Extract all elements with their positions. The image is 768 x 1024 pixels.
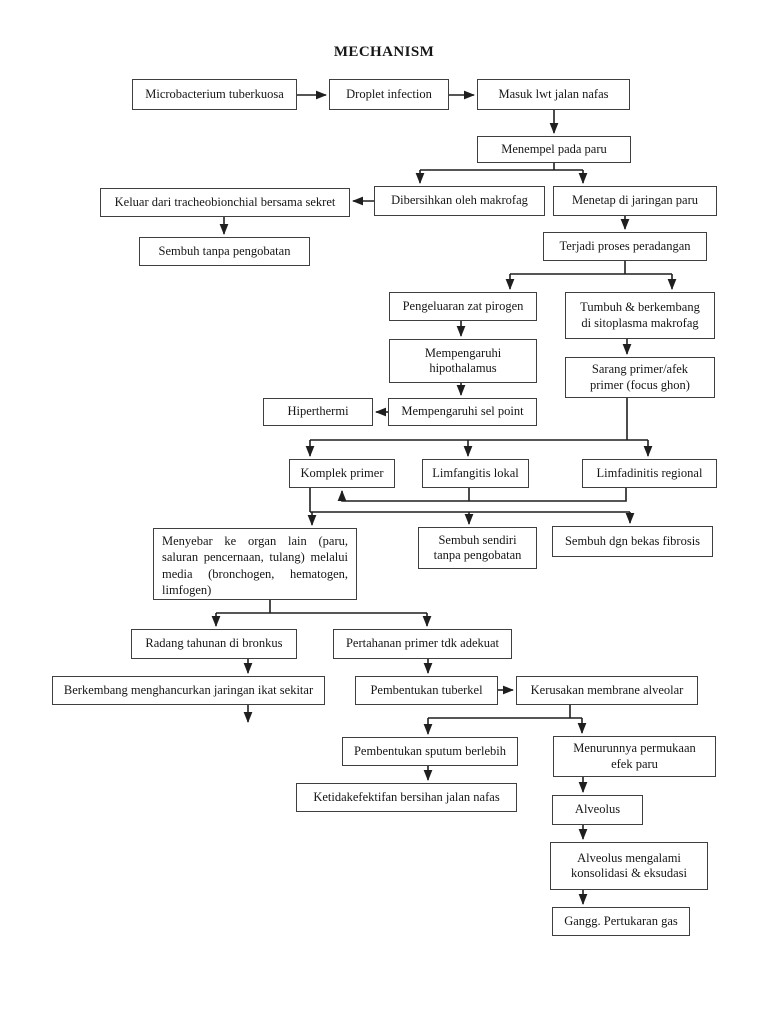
node-microbacterium-tuberkuosa: Microbacterium tuberkuosa xyxy=(132,79,297,110)
node-label: Limfadinitis regional xyxy=(596,465,703,480)
node-dibersihkan-oleh-makrofag: Dibersihkan oleh makrofag xyxy=(374,186,545,216)
node-pengeluaran-zat-pirogen: Pengeluaran zat pirogen xyxy=(389,292,537,321)
node-label: Tumbuh & berkembang di sitoplasma makrof… xyxy=(580,300,700,330)
node-label: Alveolus xyxy=(574,802,621,817)
node-label: Gangg. Pertukaran gas xyxy=(564,913,678,928)
node-label: Limfangitis lokal xyxy=(432,465,519,480)
node-label: Radang tahunan di bronkus xyxy=(145,636,283,651)
node-menetap-di-jaringan-paru: Menetap di jaringan paru xyxy=(553,186,717,216)
node-gangg-pertukaran-gas: Gangg. Pertukaran gas xyxy=(552,907,690,936)
node-sembuh-sendiri: Sembuh sendiri tanpa pengobatan xyxy=(418,527,537,569)
node-pertahanan-primer-tdk-adekuat: Pertahanan primer tdk adekuat xyxy=(333,629,512,659)
node-label: Pertahanan primer tdk adekuat xyxy=(345,636,500,651)
node-label: Menempel pada paru xyxy=(501,141,607,156)
node-menurunnya-permukaan: Menurunnya permukaan efek paru xyxy=(553,736,716,777)
node-label: Sembuh tanpa pengobatan xyxy=(158,243,291,258)
node-label: Hiperthermi xyxy=(287,404,349,419)
node-mempengaruhi-sel-point: Mempengaruhi sel point xyxy=(388,398,537,426)
node-label: Sembuh sendiri tanpa pengobatan xyxy=(433,532,522,562)
node-komplek-primer: Komplek primer xyxy=(289,459,395,488)
node-sembuh-dgn-bekas-fibrosis: Sembuh dgn bekas fibrosis xyxy=(552,526,713,557)
node-label: Pembentukan tuberkel xyxy=(370,682,483,697)
node-label: Menurunnya permukaan efek paru xyxy=(573,741,696,771)
node-alveolus-mengalami: Alveolus mengalami konsolidasi & eksudas… xyxy=(550,842,708,890)
node-hiperthermi: Hiperthermi xyxy=(263,398,373,426)
node-masuk-lwt-jalan-nafas: Masuk lwt jalan nafas xyxy=(477,79,630,110)
node-label: Microbacterium tuberkuosa xyxy=(145,86,284,101)
node-radang-tahunan-di-bronkus: Radang tahunan di bronkus xyxy=(131,629,297,659)
node-label: Menyebar ke organ lain (paru, saluran pe… xyxy=(162,534,348,597)
node-label: Droplet infection xyxy=(346,86,432,101)
node-pembentukan-tuberkel: Pembentukan tuberkel xyxy=(355,676,498,705)
node-label: Ketidakefektifan bersihan jalan nafas xyxy=(313,789,500,804)
node-sarang-primer: Sarang primer/afek primer (focus ghon) xyxy=(565,357,715,398)
node-label: Keluar dari tracheobionchial bersama sek… xyxy=(114,194,336,209)
node-label: Pembentukan sputum berlebih xyxy=(353,743,507,758)
node-berkembang-menghancurkan: Berkembang menghancurkan jaringan ikat s… xyxy=(52,676,325,705)
node-label: Terjadi proses peradangan xyxy=(559,238,691,253)
node-pembentukan-sputum-berlebih: Pembentukan sputum berlebih xyxy=(342,737,518,766)
node-kerusakan-membrane-alveolar: Kerusakan membrane alveolar xyxy=(516,676,698,705)
node-label: Mempengaruhi sel point xyxy=(401,404,524,419)
node-mempengaruhi-hipothalamus: Mempengaruhi hipothalamus xyxy=(389,339,537,383)
node-sembuh-tanpa-pengobatan: Sembuh tanpa pengobatan xyxy=(139,237,310,266)
node-label: Berkembang menghancurkan jaringan ikat s… xyxy=(63,682,314,697)
node-alveolus: Alveolus xyxy=(552,795,643,825)
node-menempel-pada-paru: Menempel pada paru xyxy=(477,136,631,163)
node-label: Sarang primer/afek primer (focus ghon) xyxy=(590,362,690,392)
node-label: Dibersihkan oleh makrofag xyxy=(391,193,528,208)
node-label: Masuk lwt jalan nafas xyxy=(498,86,609,101)
node-limfadinitis-regional: Limfadinitis regional xyxy=(582,459,717,488)
node-label: Menetap di jaringan paru xyxy=(572,193,698,208)
node-label: Komplek primer xyxy=(300,465,384,480)
node-label: Sembuh dgn bekas fibrosis xyxy=(564,533,701,548)
node-tumbuh-berkembang: Tumbuh & berkembang di sitoplasma makrof… xyxy=(565,292,715,339)
node-label: Pengeluaran zat pirogen xyxy=(402,298,524,313)
node-label: Mempengaruhi hipothalamus xyxy=(424,345,502,375)
diagram-title: MECHANISM xyxy=(333,44,435,60)
node-label: Alveolus mengalami konsolidasi & eksudas… xyxy=(571,850,687,880)
node-keluar-dari-tracheobionchial: Keluar dari tracheobionchial bersama sek… xyxy=(100,188,350,217)
node-ketidakefektifan-bersihan: Ketidakefektifan bersihan jalan nafas xyxy=(296,783,517,812)
node-limfangitis-lokal: Limfangitis lokal xyxy=(422,459,529,488)
node-terjadi-proses-peradangan: Terjadi proses peradangan xyxy=(543,232,707,261)
node-droplet-infection: Droplet infection xyxy=(329,79,449,110)
node-label: Kerusakan membrane alveolar xyxy=(530,682,684,697)
node-menyebar-ke-organ-lain: Menyebar ke organ lain (paru, saluran pe… xyxy=(153,528,357,600)
